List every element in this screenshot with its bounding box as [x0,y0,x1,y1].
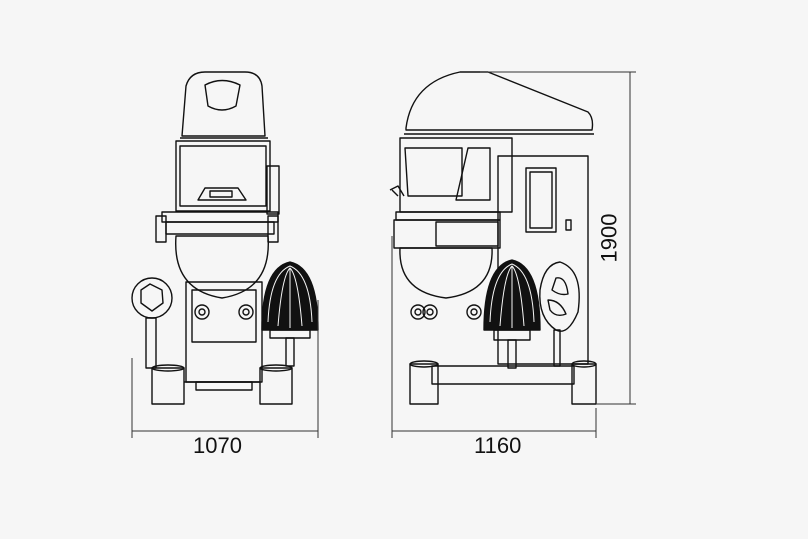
front-whisk [261,261,319,367]
front-wheel-right [238,304,254,320]
dimension-lines [131,71,636,438]
side-beater [539,261,580,367]
front-guard-handle [204,79,241,111]
front-gearbox [175,140,271,212]
side-head [399,137,513,213]
side-wheel-3 [466,304,482,320]
side-guard [405,71,594,131]
front-wheel-left [194,304,210,320]
front-foot-right [259,367,293,405]
front-bowl [175,235,269,299]
side-panel [525,167,557,233]
side-bowl [399,247,493,299]
side-foot-left [409,363,439,405]
side-base-bar [431,365,575,385]
side-view-mixer [389,71,597,405]
side-body [497,155,589,365]
front-width-label: 1070 [193,433,242,458]
front-hook-tool [131,277,173,369]
side-bowl-arm [395,211,501,221]
side-wheel-1 [410,304,426,320]
front-control-panel [197,187,247,201]
height-label: 1900 [596,213,622,263]
front-view-mixer [131,71,319,405]
side-foot-right [571,363,597,405]
front-guard-top [181,71,266,137]
front-bowl-arm [161,211,279,223]
side-wheel-2 [422,304,438,320]
side-whisk [483,259,541,369]
front-foot-left [151,367,185,405]
side-width-label: 1160 [474,433,522,458]
